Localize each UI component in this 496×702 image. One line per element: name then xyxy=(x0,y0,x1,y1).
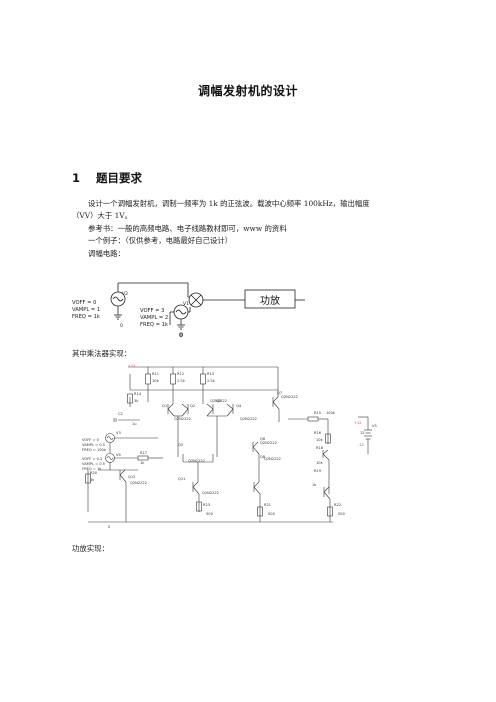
document-title: 调幅发射机的设计 xyxy=(197,84,298,98)
r15-value: 100k xyxy=(326,411,336,415)
r22-name: R22 xyxy=(334,503,341,507)
q7-name: Q7 xyxy=(277,391,282,395)
q1-part: Q2N2222 xyxy=(174,417,191,421)
q8-part: Q2N2222 xyxy=(264,457,281,461)
r22-value: 500 xyxy=(338,512,346,516)
paragraph-line-4: 一个例子：（仅供参考，电路最好自己设计） xyxy=(88,236,233,245)
q4-part: Q2N2222 xyxy=(240,417,257,421)
vcc-label-right: +12 xyxy=(354,421,362,425)
v3-line-3: FREQ = 100k xyxy=(82,448,107,452)
q6-name: Q6 xyxy=(260,437,266,441)
r19-name: R19 xyxy=(314,469,322,473)
v4-line-2: VAMPL = 0.5 xyxy=(82,462,105,466)
ground-label-1: 0 xyxy=(120,323,123,329)
multiplier-schematic: +12 R11 10k R12 2.5k R13 2.5k R14 3k R15… xyxy=(82,364,377,529)
q2-name: Q2 xyxy=(190,404,195,408)
vcc-label: +12 xyxy=(128,364,136,368)
c2-value: 1u xyxy=(132,422,137,426)
r21-value: 500 xyxy=(268,512,276,516)
v3-name: V3 xyxy=(116,431,121,435)
v5-value: 12 xyxy=(360,431,365,435)
power-amp-label: 功放 xyxy=(260,294,280,307)
r18-name: R18 xyxy=(316,446,324,450)
q3-name: Q3 xyxy=(216,399,221,403)
q12-part: Q2N2222 xyxy=(130,481,147,485)
v4-name: V4 xyxy=(116,453,121,457)
paragraph-line-1: 设计一个调幅发射机，调制一频率为 1k 的正弦波。载波中心频率 100kHz，输… xyxy=(88,199,370,208)
r14-name: R14 xyxy=(134,392,142,396)
v5-name: V5 xyxy=(372,424,377,428)
v3-line-2: VAMPL = 0.5 xyxy=(82,443,105,447)
r13-name: R13 xyxy=(207,372,214,376)
q1-name: Q1 xyxy=(162,404,167,408)
paragraph-line-3: 参考书：一般的高频电路、电子线路教材即可，www 的资料 xyxy=(88,224,287,233)
source-v2-line-1: VOFF = 0 xyxy=(72,300,96,306)
r12-name: R12 xyxy=(177,372,184,376)
source-v1-line-2: VAMPL = 2 xyxy=(140,315,168,321)
q11-name: Q11 xyxy=(178,477,185,481)
r16-value: 10k xyxy=(316,438,324,442)
source-v2-line-3: FREQ = 1k xyxy=(72,314,100,320)
r17-name: R17 xyxy=(140,451,147,455)
section-number: 1 xyxy=(72,171,81,185)
q3-part: Q2N2222 xyxy=(210,399,227,403)
ground-label-mult: 0 xyxy=(108,525,111,529)
r13-value: 2.5k xyxy=(207,379,216,383)
r14-value: 3k xyxy=(134,399,139,403)
amplifier-caption: 功放实现： xyxy=(72,544,109,553)
r19-value: 1k xyxy=(312,483,317,487)
q12-name: Q12 xyxy=(128,475,135,479)
q11-part: Q2N2222 xyxy=(202,491,219,495)
r11-value: 10k xyxy=(152,379,160,383)
am-block-schematic: V2 VOFF = 0 VAMPL = 1 FREQ = 1k 0 V1 VOF… xyxy=(72,282,305,339)
section-title: 题目要求 xyxy=(96,171,142,185)
q8-name: Q8 xyxy=(260,455,266,459)
v4-line-1: VOFF = 0.2 xyxy=(82,457,102,461)
r23-value: 500 xyxy=(206,512,214,516)
r17-value: 1k xyxy=(140,461,145,465)
r18-value: 10k xyxy=(316,461,324,465)
q7-part: Q2N2222 xyxy=(281,395,298,399)
c2-name: C2 xyxy=(118,412,123,416)
r20-name: R20 xyxy=(90,471,98,475)
vee-label: -12 xyxy=(358,443,364,447)
v4-line-3: FREQ = 1k xyxy=(82,467,102,471)
v3-line-1: VOFF = 0 xyxy=(82,438,100,442)
ground-label-2: 0 xyxy=(179,332,183,339)
source-v1-line-3: FREQ = 1k xyxy=(140,322,168,328)
q4-name: Q4 xyxy=(236,404,242,408)
source-v1-line-1: VOFF = 3 xyxy=(140,308,164,314)
multiplier-caption: 其中乘法器实现： xyxy=(72,349,132,358)
q5-name: Q5 xyxy=(178,443,183,447)
power-amp-box xyxy=(244,289,296,309)
r12-value: 2.5k xyxy=(177,379,186,383)
r20-value: 4k xyxy=(90,478,95,482)
paragraph-line-2: （VV）大于 1V。 xyxy=(72,211,133,220)
r16-name: R16 xyxy=(314,431,322,435)
section-heading: 1 题目要求 xyxy=(72,170,142,186)
q5-part: Q2N2222 xyxy=(188,459,205,463)
q6-part: Q2N2222 xyxy=(260,441,277,445)
source-v2-line-2: VAMPL = 1 xyxy=(72,307,100,313)
r21-name: R21 xyxy=(264,503,271,507)
r11-name: R11 xyxy=(152,372,159,376)
r15-name: R15 xyxy=(314,411,321,415)
r23-name: R23 xyxy=(203,503,210,507)
source-v2-name: V2 xyxy=(122,291,128,297)
source-v1-name: V1 xyxy=(183,301,189,307)
paragraph-line-5: 调幅电路： xyxy=(88,249,125,258)
